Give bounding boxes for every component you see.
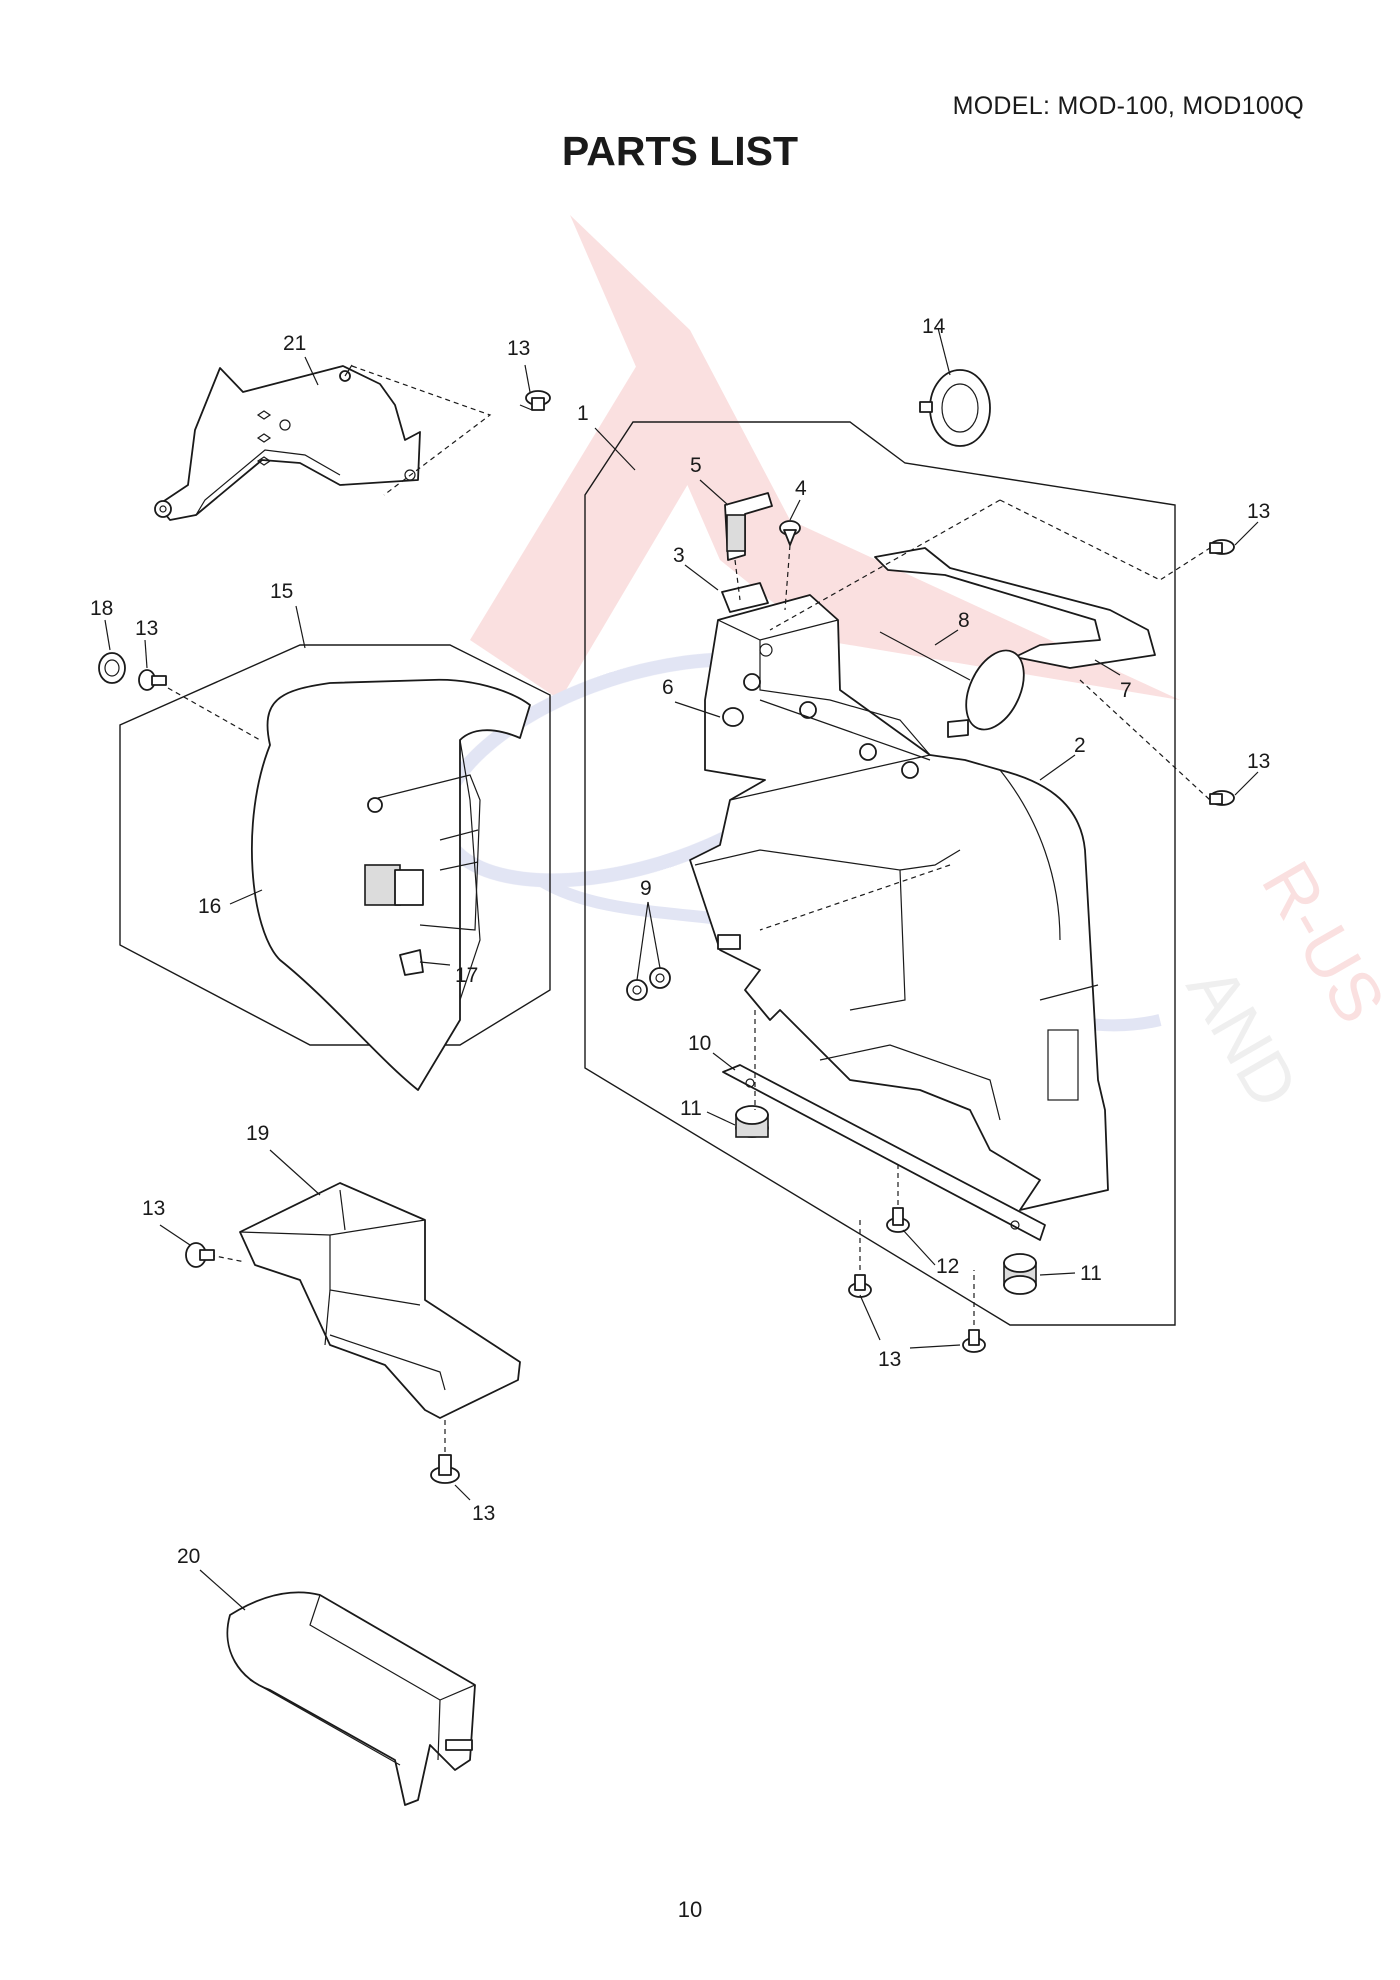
part-11-foot-b xyxy=(1003,1253,1037,1295)
callout-17: 17 xyxy=(455,964,478,987)
callout-8: 8 xyxy=(958,609,970,632)
leader-lines xyxy=(104,327,1259,1611)
callout-13b: 13 xyxy=(1247,500,1270,523)
assembly-line xyxy=(209,1254,446,1455)
callout-18: 18 xyxy=(90,597,113,620)
part-20-cover xyxy=(226,1591,476,1806)
part-3-plate xyxy=(721,582,769,613)
part-19-tray xyxy=(239,1182,521,1419)
model-label: MODEL: MOD-100, MOD100Q xyxy=(952,92,1304,120)
assembly-line xyxy=(167,687,261,741)
page-number: 10 xyxy=(677,1897,703,1922)
part-5-switch xyxy=(724,492,773,561)
callout-7: 7 xyxy=(1120,679,1132,702)
part-6-washer xyxy=(722,707,744,727)
callout-10: 10 xyxy=(688,1032,711,1055)
callout-11a: 11 xyxy=(680,1097,702,1120)
group-1-outline xyxy=(584,421,1176,1326)
part-16-cover xyxy=(251,678,531,1091)
part-17-clip xyxy=(399,949,424,976)
page-title: PARTS LIST xyxy=(561,128,799,174)
screw-13-b xyxy=(138,669,167,691)
callout-21: 21 xyxy=(283,332,306,355)
group-15-outline xyxy=(119,644,551,1046)
callout-19: 19 xyxy=(246,1122,269,1145)
screw-13-d xyxy=(962,1329,986,1353)
callout-20: 20 xyxy=(177,1545,200,1568)
callout-15: 15 xyxy=(270,580,293,603)
screw-13-h xyxy=(430,1454,460,1484)
part-21-bracket xyxy=(154,364,421,521)
part-8-wire xyxy=(879,631,1025,738)
callout-1: 1 xyxy=(577,402,589,425)
callout-3: 3 xyxy=(673,544,685,567)
callout-12: 12 xyxy=(936,1255,959,1278)
part-14-knob xyxy=(919,369,991,447)
assembly-line xyxy=(351,365,492,496)
callout-11b: 11 xyxy=(1080,1262,1102,1285)
callout-13f: 13 xyxy=(142,1197,165,1220)
callout-2: 2 xyxy=(1074,734,1086,757)
callout-13c: 13 xyxy=(1247,750,1270,773)
part-4-screw xyxy=(779,520,801,546)
callout-13e: 13 xyxy=(878,1348,901,1371)
part-11-foot-a xyxy=(735,1105,769,1138)
callout-13g: 13 xyxy=(472,1502,495,1525)
screw-13-c xyxy=(848,1274,872,1298)
callout-16: 16 xyxy=(198,895,221,918)
callout-14: 14 xyxy=(922,315,946,338)
part-7-bar xyxy=(874,547,1156,669)
part-9-washers xyxy=(626,967,671,1001)
callout-13a: 13 xyxy=(507,337,530,360)
svg-text:AND: AND xyxy=(1172,954,1313,1121)
callout-13d: 13 xyxy=(135,617,158,640)
part-12-screw xyxy=(886,1207,910,1233)
assembly-line xyxy=(734,499,1211,1325)
callout-9: 9 xyxy=(640,877,652,900)
part-18-nut xyxy=(98,652,126,684)
screw-13-a xyxy=(519,390,551,411)
screw-13-g xyxy=(185,1242,215,1268)
screw-13-f xyxy=(1209,790,1235,806)
callout-5: 5 xyxy=(690,454,702,477)
callout-6: 6 xyxy=(662,676,674,699)
part-10-plate xyxy=(722,1064,1046,1241)
callout-4: 4 xyxy=(795,477,807,500)
part-2-frame xyxy=(689,594,1109,1211)
screw-13-e xyxy=(1209,539,1235,555)
